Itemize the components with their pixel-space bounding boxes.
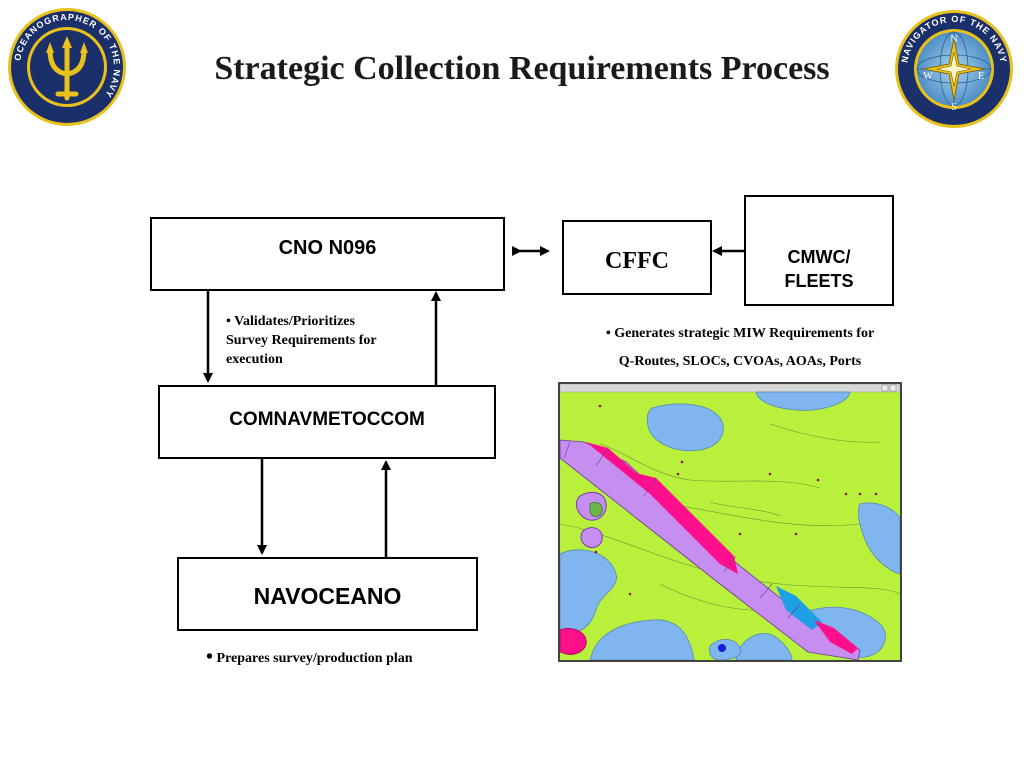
compass-rose-icon — [922, 37, 986, 101]
validates-line-2: Survey Requirements for — [226, 333, 377, 348]
fleets-label: FLEETS — [784, 270, 854, 291]
compass-letter-w: W — [923, 71, 933, 82]
navigator-seal-icon: NAVIGATOR OF THE NAVY N E S W — [893, 8, 1015, 130]
comnavmetoccom-label: COMNAVMETOCCOM — [229, 409, 425, 430]
cmwc-fleets-box: CMWC/ FLEETS — [744, 195, 894, 306]
page-title: Strategic Collection Requirements Proces… — [214, 50, 830, 87]
generates-line-1: • Generates strategic MIW Requirements f… — [605, 326, 875, 341]
compass-letter-e: E — [978, 71, 984, 82]
cffc-box: CFFC — [562, 220, 712, 295]
prepares-text: Prepares survey/production plan — [216, 651, 413, 666]
compass-letter-n: N — [950, 34, 957, 45]
validates-line-1: • Validates/Prioritizes — [226, 314, 355, 329]
cno-n096-box: CNO N096 — [150, 217, 505, 291]
navoceano-box: NAVOCEANO — [177, 557, 478, 631]
prepares-note: • Prepares survey/production plan — [206, 646, 413, 668]
cno-n096-label: CNO N096 — [278, 237, 377, 259]
generates-line-2: Q-Routes, SLOCs, CVOAs, AOAs, Ports — [618, 354, 862, 369]
trident-icon — [47, 41, 87, 101]
validates-line-3: execution — [226, 352, 283, 367]
cmwc-label: CMWC/ — [787, 246, 851, 267]
validates-note: • Validates/Prioritizes Survey Requireme… — [226, 312, 377, 369]
compass-letter-s: S — [951, 102, 957, 113]
miw-route-map — [558, 382, 902, 662]
navoceano-label: NAVOCEANO — [253, 583, 402, 609]
generates-note: • Generates strategic MIW Requirements f… — [560, 320, 920, 376]
comnavmetoccom-box: COMNAVMETOCCOM — [158, 385, 496, 459]
cffc-label: CFFC — [605, 248, 669, 274]
oceanographer-seal-icon: OCEANOGRAPHER OF THE NAVY — [6, 6, 128, 128]
prepares-bullet: • — [206, 646, 214, 668]
